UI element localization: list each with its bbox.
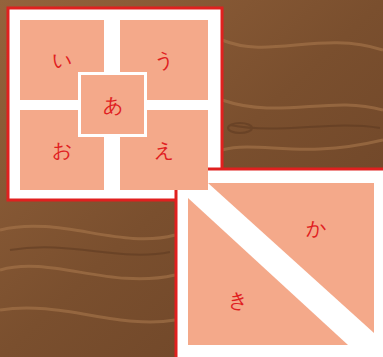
tile-label: か	[306, 217, 326, 239]
frame-square	[176, 169, 383, 357]
triangle-shape	[188, 198, 348, 345]
frame-square	[8, 8, 222, 200]
triangle-tile: き	[188, 198, 348, 345]
tile: あ	[78, 72, 147, 137]
tile-label: う	[154, 49, 174, 71]
tile-label: え	[154, 139, 174, 161]
tile-label: お	[52, 139, 72, 161]
tile-label: い	[52, 49, 72, 71]
triangle-fill	[188, 198, 348, 345]
tile-label: き	[228, 289, 248, 311]
tile-label: あ	[103, 94, 123, 116]
